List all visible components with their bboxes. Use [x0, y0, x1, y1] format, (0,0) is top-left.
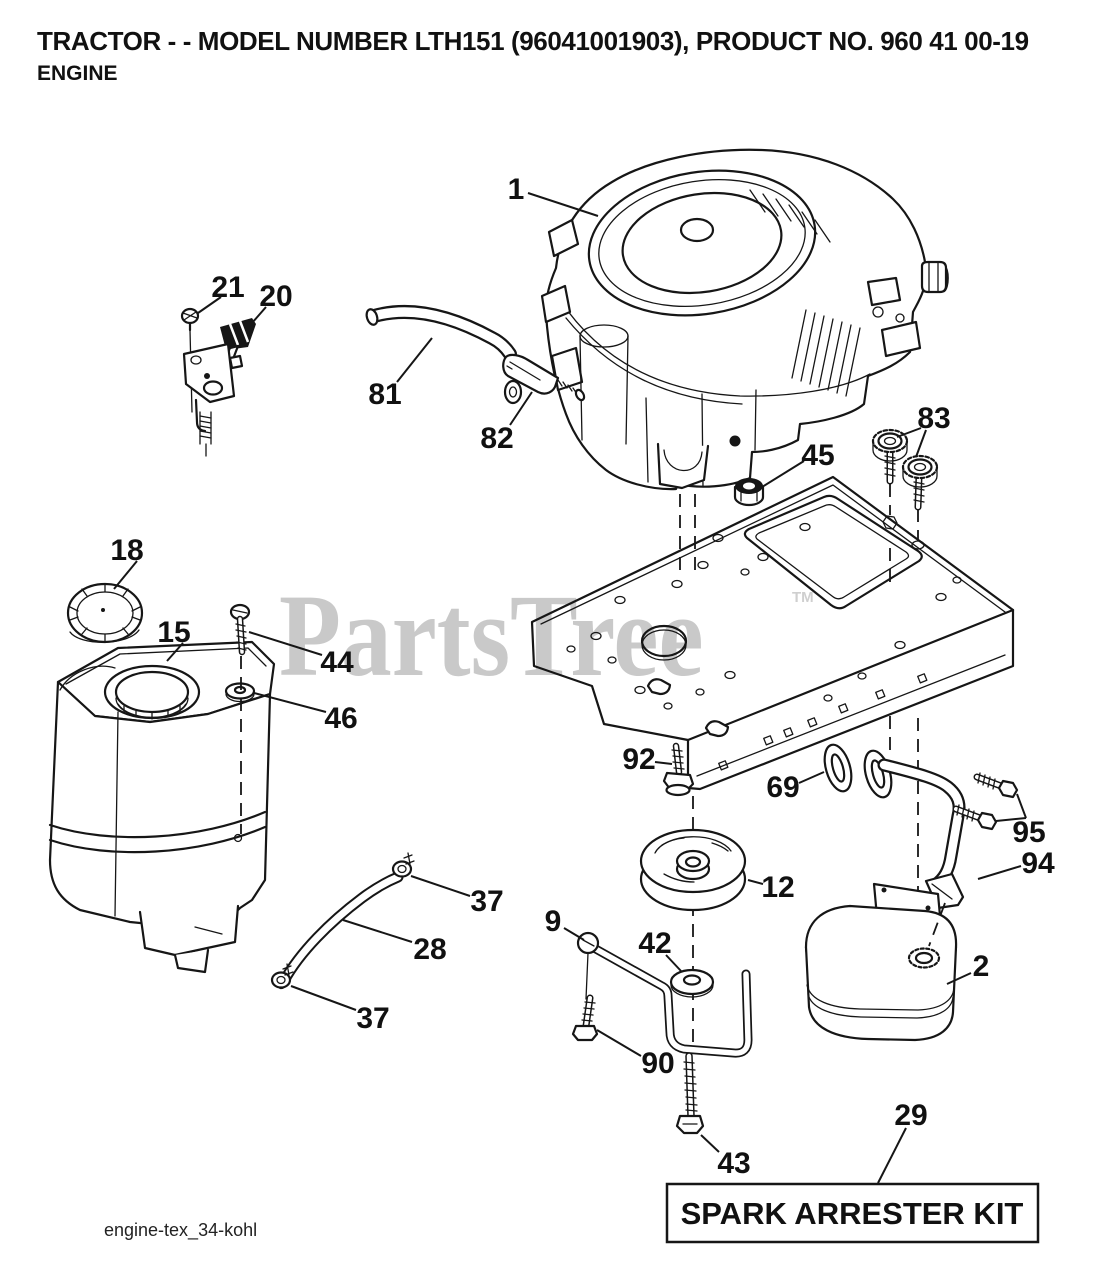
callout-37: 37	[356, 1002, 389, 1035]
callout-69: 69	[766, 771, 799, 804]
leader-line-37	[290, 985, 357, 1011]
leader-line-90	[596, 1029, 642, 1057]
bolt-95-b	[952, 804, 998, 831]
flywheel-screen	[587, 169, 817, 317]
muffler-2	[804, 882, 958, 1042]
throttle-spring	[199, 411, 212, 457]
callout-45: 45	[801, 439, 834, 472]
callout-95: 95	[1012, 816, 1045, 849]
leader-line-37	[410, 875, 471, 897]
fuel-hose-81	[365, 304, 517, 361]
leader-line-1	[527, 192, 599, 217]
support-rod-9	[576, 931, 753, 1058]
bolt-90	[571, 994, 599, 1042]
leader-line-81	[396, 337, 433, 383]
leader-line-15	[166, 642, 184, 662]
callout-42: 42	[638, 927, 671, 960]
callout-92: 92	[622, 743, 655, 776]
fuel-line-28	[277, 871, 404, 990]
fuel-tank-15	[48, 640, 276, 974]
frame-holes	[566, 515, 962, 771]
callout-28: 28	[413, 933, 446, 966]
fuel-cap-18	[66, 582, 144, 644]
leader-line-83	[896, 427, 922, 438]
callout-18: 18	[110, 534, 143, 567]
idler-pulley-12	[639, 828, 747, 912]
leader-line-12	[747, 879, 764, 885]
leader-line-29	[877, 1127, 907, 1184]
bolt-95-a	[973, 772, 1019, 799]
hose-clamp-37-a	[391, 852, 415, 878]
flange-bolt-83-b	[901, 454, 939, 511]
callout-15: 15	[157, 616, 190, 649]
chassis-frame	[530, 475, 1015, 791]
gasket-69-b	[863, 749, 893, 799]
callout-29: 29	[894, 1099, 927, 1132]
leader-line-44	[248, 631, 323, 656]
callout-83: 83	[917, 402, 950, 435]
watermark-tm-mark: TM	[792, 589, 814, 606]
leader-line-20	[251, 306, 267, 324]
callout-82: 82	[480, 422, 513, 455]
callout-81: 81	[368, 378, 401, 411]
engine-part-1	[540, 148, 949, 491]
callout-43: 43	[717, 1147, 750, 1180]
leader-line-45	[761, 460, 805, 488]
callout-21: 21	[211, 271, 244, 304]
leader-line-83	[915, 429, 927, 458]
partstree-watermark: PartsTree	[279, 570, 704, 701]
leader-line-69	[798, 771, 825, 784]
bolt-43	[675, 1052, 705, 1135]
leader-line-95	[1016, 793, 1027, 819]
leader-line-92	[654, 761, 673, 765]
spark-arrester-kit-box: SPARK ARRESTER KIT	[665, 1182, 1040, 1244]
washer-46	[224, 682, 256, 703]
leader-line-95	[995, 817, 1027, 822]
leader-line-82	[509, 391, 533, 426]
page-header: TRACTOR - - MODEL NUMBER LTH151 (9604100…	[37, 26, 1029, 86]
flange-bolt-83-a	[871, 428, 909, 485]
hose-clamp-37-b	[270, 963, 294, 989]
leader-line-21	[197, 296, 222, 314]
throttle-control-assembly	[180, 307, 256, 457]
vent-slats	[749, 189, 831, 243]
leader-line-43	[700, 1134, 720, 1153]
page-subtitle: ENGINE	[37, 62, 118, 85]
cylinder-fins	[791, 309, 861, 397]
leader-line-46	[253, 692, 327, 713]
leader-line-42	[665, 954, 682, 972]
spark-arrester-kit-label: SPARK ARRESTER KIT	[681, 1196, 1024, 1231]
callout-1: 1	[508, 173, 525, 206]
callout-44: 44	[320, 646, 354, 679]
washer-42	[669, 968, 715, 998]
screw-44	[229, 603, 251, 656]
callout-2: 2	[973, 950, 990, 983]
bolt-92	[662, 742, 695, 797]
callout-90: 90	[641, 1047, 674, 1080]
callout-12: 12	[761, 871, 794, 904]
leader-line-2	[946, 972, 972, 985]
callout-37: 37	[470, 885, 503, 918]
callout-46: 46	[324, 702, 357, 735]
callout-9: 9	[545, 905, 562, 938]
gasket-69-a	[823, 743, 853, 793]
nut-45	[733, 478, 765, 507]
page-title: TRACTOR - - MODEL NUMBER LTH151 (9604100…	[37, 26, 1029, 56]
leader-line-18	[113, 560, 138, 590]
leader-line-28	[342, 919, 413, 943]
callout-20: 20	[259, 280, 292, 313]
leader-line-9	[563, 927, 585, 941]
drawing-file-label: engine-tex_34-kohl	[104, 1220, 258, 1240]
leader-line-94	[977, 865, 1022, 880]
fuel-filter-82	[502, 353, 586, 405]
callout-94: 94	[1021, 847, 1055, 880]
